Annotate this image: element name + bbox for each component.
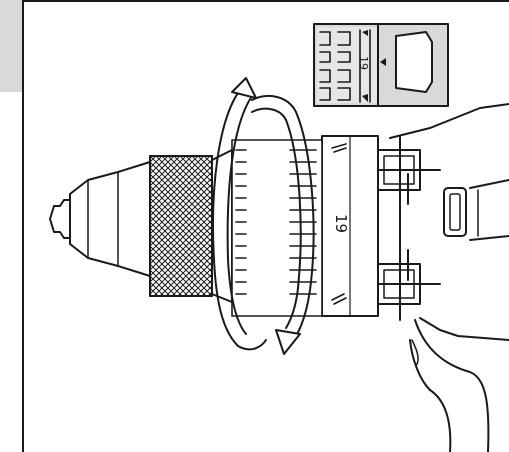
arrow-head-up-icon — [231, 77, 257, 99]
inset-lever — [395, 31, 433, 93]
chuck — [49, 139, 323, 317]
rotation-arrows — [212, 77, 315, 355]
screw-symbol-icon — [331, 143, 347, 153]
arrow-head-down-icon — [275, 329, 301, 355]
knurled-sleeve — [149, 155, 213, 297]
pointer-triangle-icon — [380, 58, 386, 66]
inset-detail — [313, 23, 449, 107]
vent-slot — [443, 187, 467, 237]
chuck-nose — [69, 161, 151, 277]
drill-symbol-icon — [331, 293, 347, 305]
inset-ribs — [319, 29, 371, 103]
ribbed-sleeve — [231, 139, 323, 317]
inset-drill-icon — [362, 94, 368, 102]
frame-border-left — [22, 0, 24, 452]
drill-body — [321, 103, 509, 452]
drill-bit — [49, 199, 71, 239]
inset-setting-number: 19 — [357, 56, 370, 70]
clamp-top — [377, 149, 441, 205]
inset-screw-icon — [362, 30, 368, 36]
collar-setting-number: 19 — [332, 214, 350, 233]
frame-border-top — [22, 0, 509, 2]
clamp-bottom — [377, 249, 441, 305]
page-tab — [0, 0, 22, 92]
